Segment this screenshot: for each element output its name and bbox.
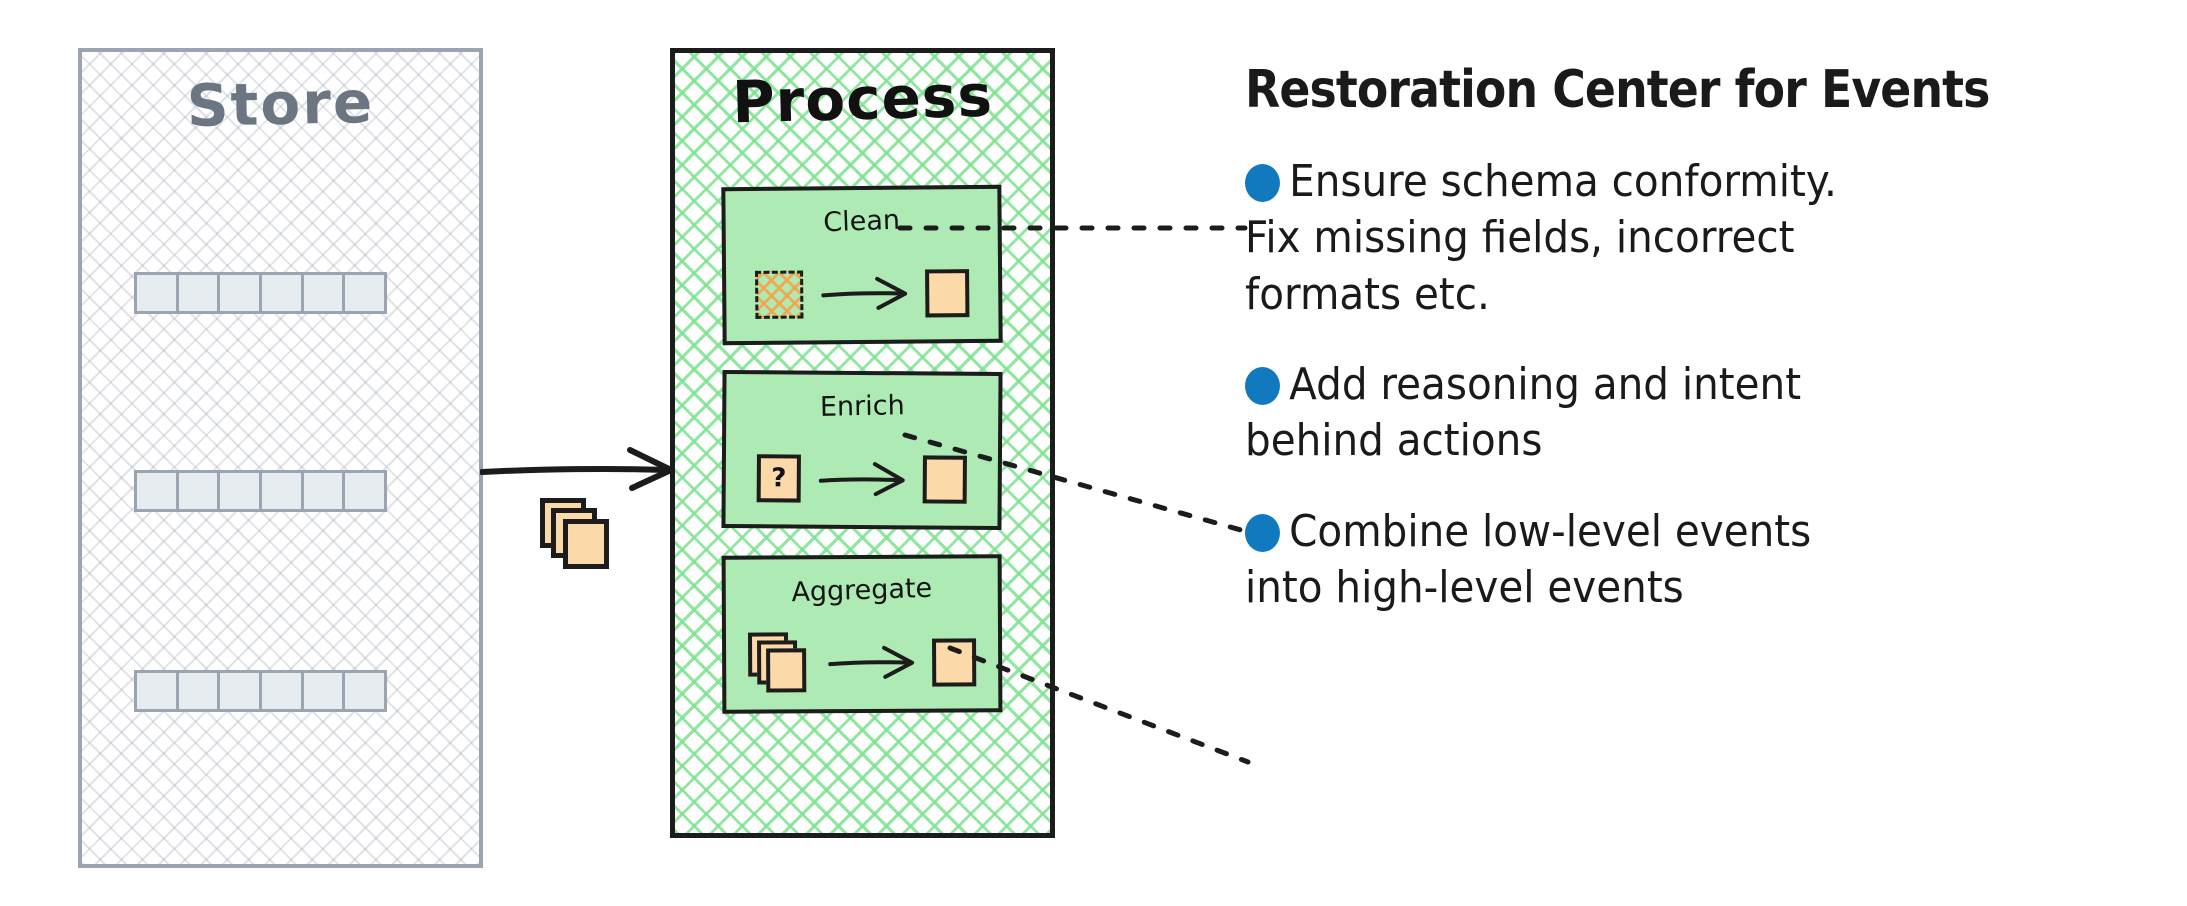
enriched-record-icon [922,455,967,504]
bullet-text: Add reasoning and intent behind actions [1245,358,1802,467]
step-label: Clean [822,204,901,239]
store-cell [342,670,388,712]
store-cell [259,272,304,314]
store-cell [300,272,346,314]
process-container: Process Clean Enrich ? [670,48,1055,838]
bullet-text: Ensure schema conformity. Fix missing fi… [1245,156,1837,320]
bullet-dot-icon [1245,366,1280,405]
clean-record-icon [925,269,970,318]
store-cell [300,470,346,512]
process-step-clean[interactable]: Clean [721,184,1003,346]
store-cell [217,272,263,314]
step-body [726,624,998,701]
store-row [134,272,388,314]
store-container: Store [78,48,483,868]
callout-panel: Restoration Center for Events Ensure sch… [1245,60,2155,650]
store-cell [175,670,221,712]
store-cell [175,272,221,314]
store-cell [300,670,346,712]
process-step-aggregate[interactable]: Aggregate [721,554,1003,714]
store-cell [259,670,304,712]
store-cell [342,272,388,314]
page-title: Restoration Center for Events [1245,60,1990,120]
store-cell [217,470,263,512]
bullet-item: Add reasoning and intent behind actions [1245,357,2082,470]
process-title: Process [731,61,994,137]
store-cell [175,470,221,512]
dirty-data-icon [755,270,804,319]
store-row [134,470,388,512]
store-cell [134,272,179,314]
store-cell [134,670,179,712]
store-title: Store [186,68,375,140]
bullet-dot-icon [1245,513,1280,552]
bullet-item: Ensure schema conformity. Fix missing fi… [1245,154,2082,323]
transform-arrow-icon [818,462,905,497]
step-label: Enrich [819,390,905,423]
store-cell [342,470,388,512]
bullet-item: Combine low-level events into high-level… [1245,504,2082,617]
store-to-process-arrow [480,440,680,500]
store-cell [134,470,179,512]
aggregated-record-icon [932,638,977,687]
store-cell [259,470,304,512]
step-label: Aggregate [790,572,933,609]
store-row [134,670,388,712]
bullet-text: Combine low-level events into high-level… [1245,505,1812,613]
card-stack-icon [540,498,620,574]
step-body: ? [726,440,999,518]
process-step-enrich[interactable]: Enrich ? [721,370,1003,530]
bullet-dot-icon [1245,164,1280,202]
transform-arrow-icon [821,276,908,310]
record-stack-icon [747,632,810,694]
step-body [726,255,999,333]
unknown-record-icon: ? [756,454,801,503]
store-cell [217,670,263,712]
transform-arrow-icon [828,645,915,679]
